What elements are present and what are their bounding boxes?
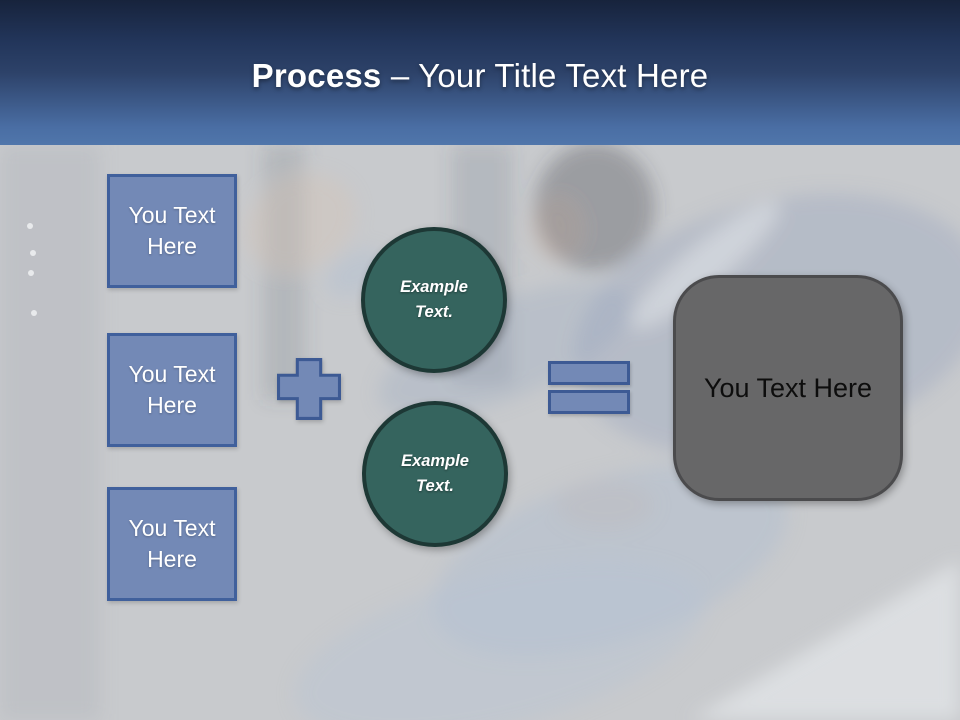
process-box-2-label: You Text Here <box>128 360 216 418</box>
process-box-3-label: You Text Here <box>128 514 216 572</box>
process-box-3: You Text Here <box>107 487 237 601</box>
slide-title-bold: Process <box>251 56 382 94</box>
example-circle-2: Example Text. <box>362 401 508 547</box>
photo-rack-dots <box>27 223 37 316</box>
result-box: You Text Here <box>673 275 903 501</box>
photo-face <box>530 197 582 261</box>
equals-bar-top <box>548 361 630 385</box>
slide-title: Process – Your Title Text Here <box>252 57 709 95</box>
photo-leg-lower <box>295 561 705 720</box>
process-box-1-label: You Text Here <box>128 201 216 259</box>
slide-title-rest: – Your Title Text Here <box>390 56 709 94</box>
process-box-2: You Text Here <box>107 333 237 447</box>
photo-left-band <box>0 145 100 720</box>
example-circle-1-label: Example Text. <box>400 278 468 321</box>
equals-icon <box>548 361 630 419</box>
slide-header: Process – Your Title Text Here <box>0 0 960 145</box>
photo-light-sail <box>690 560 960 720</box>
example-circle-1: Example Text. <box>361 227 507 373</box>
plus-icon <box>277 358 341 420</box>
photo-arm <box>378 282 632 418</box>
example-circle-2-label: Example Text. <box>401 452 469 495</box>
equals-bar-bottom <box>548 390 630 414</box>
photo-light-streak <box>631 202 779 328</box>
photo-hand <box>244 173 356 273</box>
result-box-label: You Text Here <box>703 372 873 403</box>
process-box-1: You Text Here <box>107 174 237 288</box>
